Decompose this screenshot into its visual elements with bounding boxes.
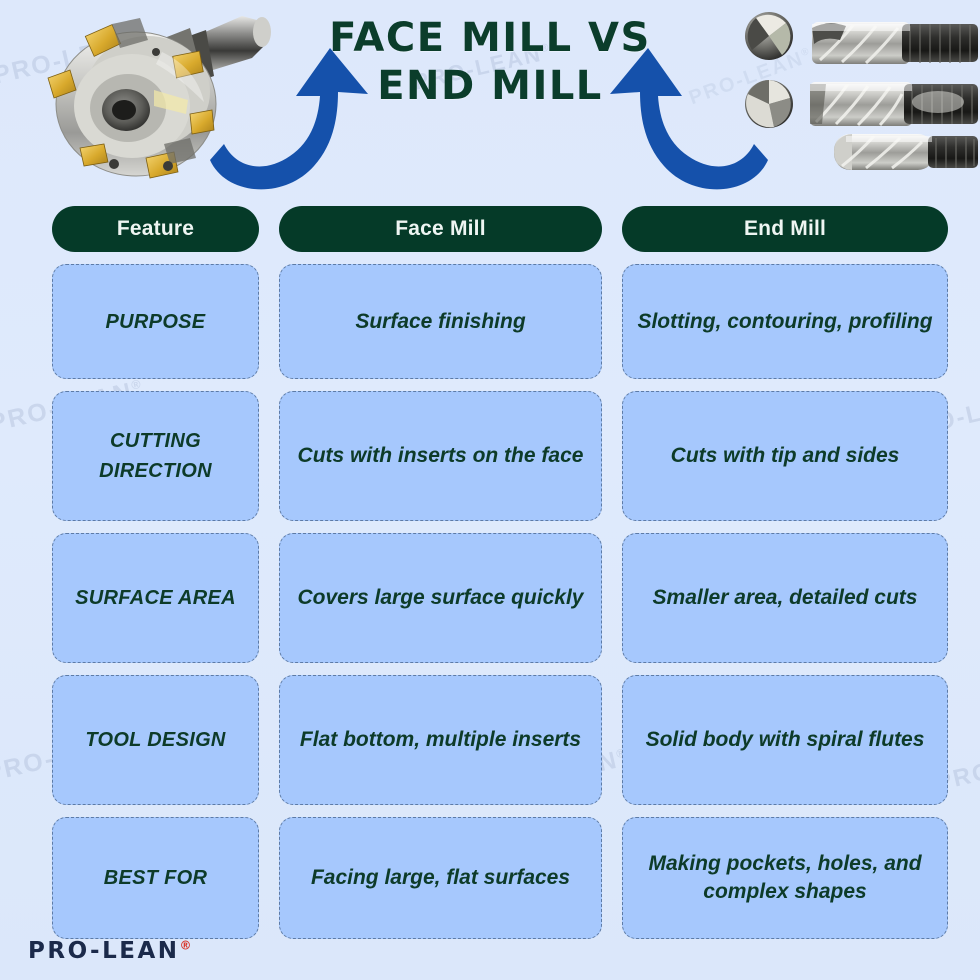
comparison-table: Feature Face Mill End Mill PURPOSE Surfa…: [0, 206, 980, 939]
cell-face-mill: Covers large surface quickly: [279, 533, 602, 663]
end-mill-cross-section-2: [745, 80, 793, 128]
cell-face-mill: Surface finishing: [279, 264, 602, 379]
face-mill-photo: [47, 16, 271, 179]
end-mill-photo: [745, 12, 978, 170]
hero-section: FACE MILL VS END MILL: [0, 0, 980, 200]
cell-feature: PURPOSE: [52, 264, 259, 379]
table-row: TOOL DESIGN Flat bottom, multiple insert…: [0, 675, 980, 805]
cell-end-mill: Smaller area, detailed cuts: [622, 533, 948, 663]
end-mill-cross-section-1: [745, 12, 793, 60]
table-header-feature: Feature: [52, 206, 259, 252]
cell-end-mill: Cuts with tip and sides: [622, 391, 948, 521]
logo-text: PRO-LEAN: [28, 938, 180, 964]
end-mill-tool-3: [834, 134, 978, 170]
cell-feature: CUTTING DIRECTION: [52, 391, 259, 521]
end-mill-tool-2: [810, 82, 978, 127]
cell-end-mill: Solid body with spiral flutes: [622, 675, 948, 805]
cell-face-mill: Cuts with inserts on the face: [279, 391, 602, 521]
registered-mark: ®: [179, 938, 192, 953]
cell-end-mill: Slotting, contouring, profiling: [622, 264, 948, 379]
table-header-row: Feature Face Mill End Mill: [0, 206, 980, 252]
table-row: PURPOSE Surface finishing Slotting, cont…: [0, 264, 980, 379]
cell-face-mill: Flat bottom, multiple inserts: [279, 675, 602, 805]
table-row: CUTTING DIRECTION Cuts with inserts on t…: [0, 391, 980, 521]
table-row: SURFACE AREA Covers large surface quickl…: [0, 533, 980, 663]
cell-feature: TOOL DESIGN: [52, 675, 259, 805]
end-mill-tool-1: [812, 22, 978, 65]
table-row: BEST FOR Facing large, flat surfaces Mak…: [0, 817, 980, 939]
table-header-face-mill: Face Mill: [279, 206, 602, 252]
cell-end-mill: Making pockets, holes, and complex shape…: [622, 817, 948, 939]
pro-lean-logo: PRO-LEAN®: [28, 938, 192, 964]
curved-arrow-left: [210, 48, 368, 190]
curved-arrow-right: [610, 48, 768, 190]
cell-feature: BEST FOR: [52, 817, 259, 939]
cell-face-mill: Facing large, flat surfaces: [279, 817, 602, 939]
table-header-end-mill: End Mill: [622, 206, 948, 252]
page-title: FACE MILL VS END MILL: [329, 15, 651, 109]
cell-feature: SURFACE AREA: [52, 533, 259, 663]
